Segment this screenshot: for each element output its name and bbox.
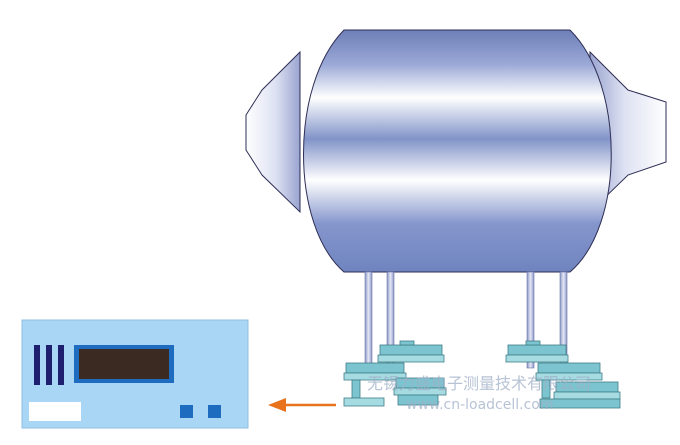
indicator-display-screen xyxy=(79,349,169,379)
indicator-bar xyxy=(58,345,64,385)
tank xyxy=(245,29,667,273)
watermark-company-name: 无锡力盛电子测量技术有限公司 xyxy=(367,374,591,393)
load-cell-modules-left xyxy=(343,340,447,407)
signal-arrow xyxy=(268,398,336,412)
load-cell-module xyxy=(393,377,447,406)
tank-body xyxy=(303,29,612,273)
load-cell-module xyxy=(343,362,407,407)
indicator-button xyxy=(208,405,221,418)
indicator-button xyxy=(180,405,193,418)
watermark: 无锡力盛电子测量技术有限公司 www.cn-loadcell.com xyxy=(367,374,591,413)
load-cell-modules-right xyxy=(505,340,621,409)
tank-left-end-cone xyxy=(245,50,301,214)
indicator-bar xyxy=(34,345,40,385)
indicator-label-plate xyxy=(29,402,81,421)
load-cell-module xyxy=(377,340,445,363)
weighing-indicator xyxy=(21,319,249,429)
watermark-url: www.cn-loadcell.com xyxy=(406,397,554,413)
support-leg xyxy=(364,271,373,369)
load-cell-module xyxy=(505,340,569,363)
indicator-bar xyxy=(46,345,52,385)
support-leg xyxy=(526,271,535,369)
load-cell-module xyxy=(539,381,621,409)
load-cell-module xyxy=(535,362,603,399)
